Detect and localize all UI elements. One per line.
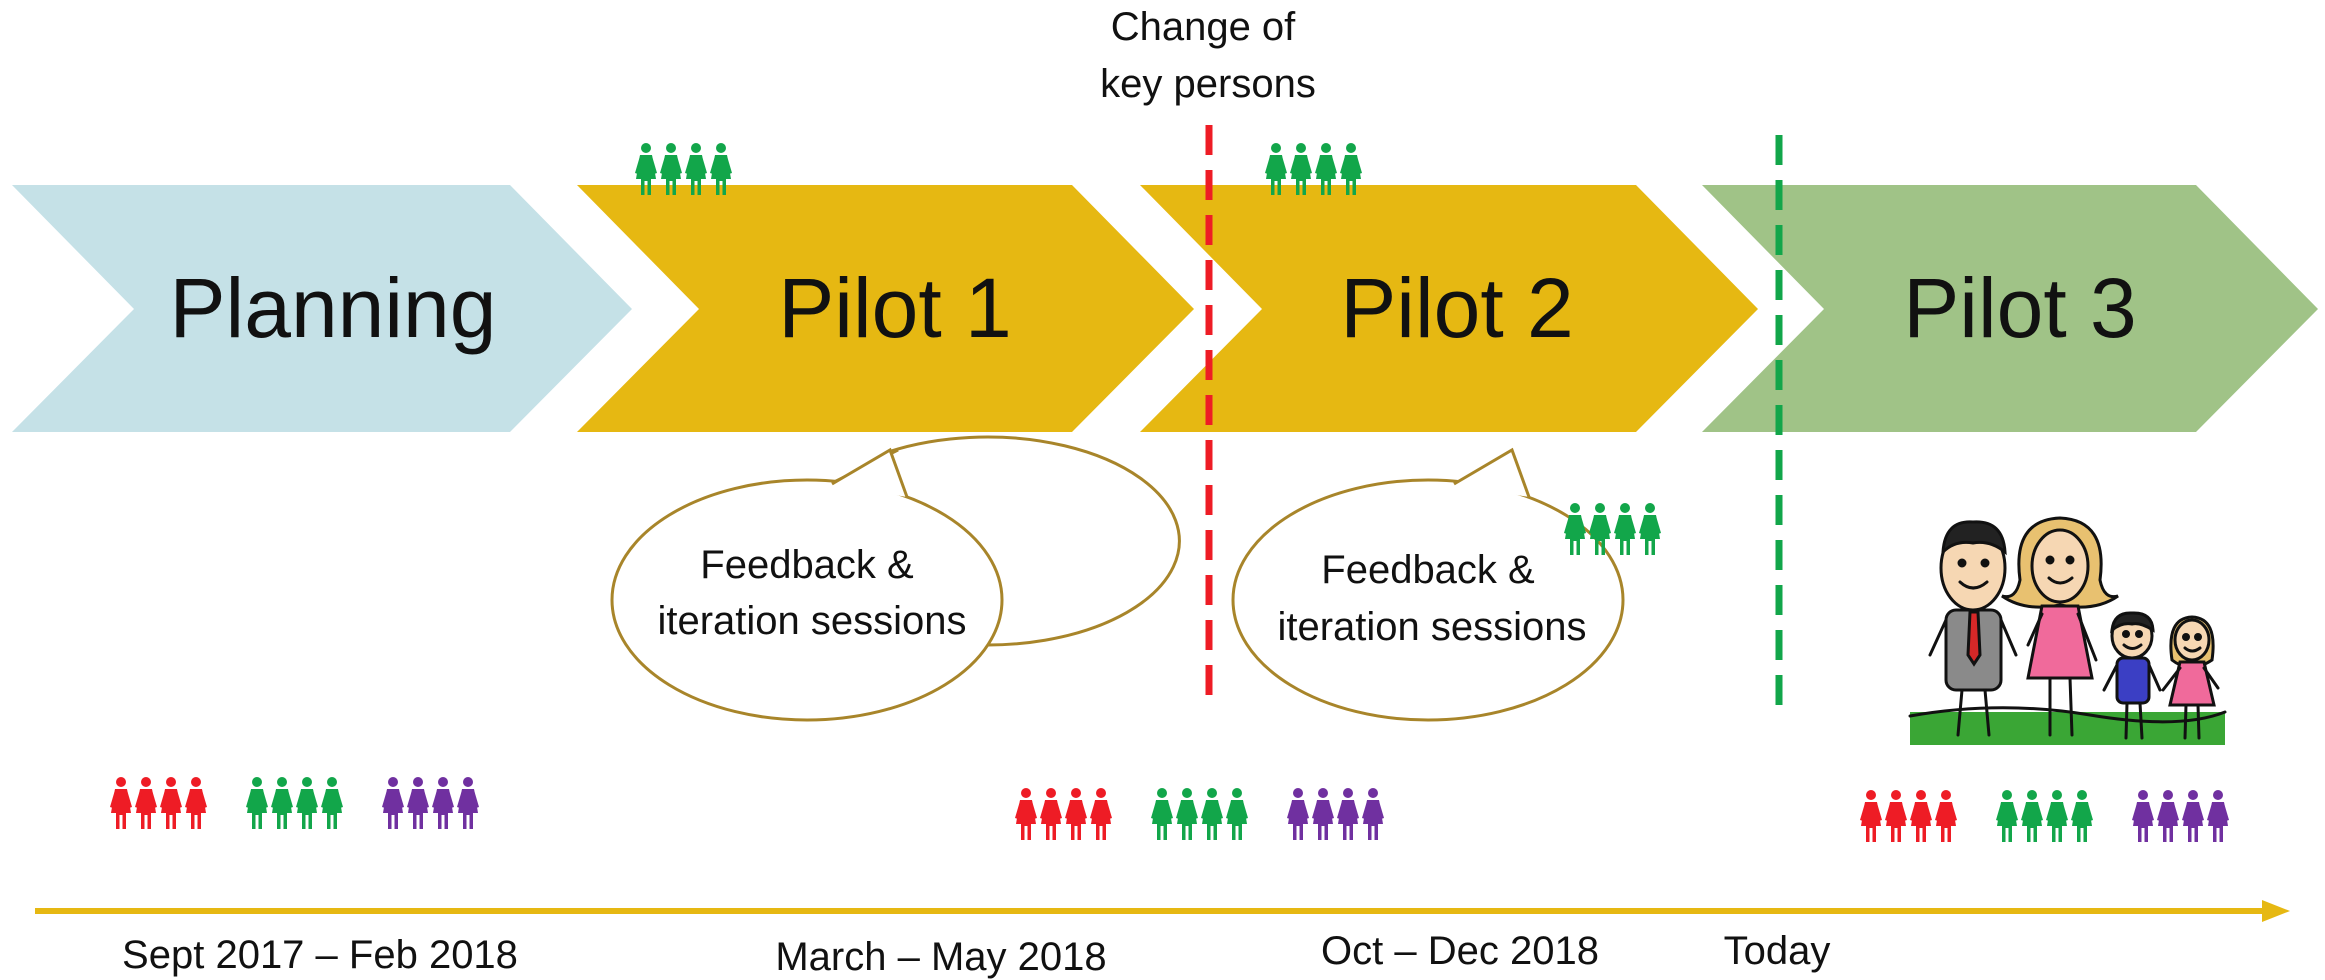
date-label-today: Today xyxy=(1724,929,1831,973)
people-group-icon xyxy=(1564,503,1661,555)
phase-pilot2-arrow xyxy=(1140,185,1758,432)
phase-label-pilot2: Pilot 2 xyxy=(1340,261,1573,355)
phase-pilot3-arrow xyxy=(1702,185,2318,432)
bubble-2-line2: iteration sessions xyxy=(1277,605,1586,649)
phase-planning-arrow xyxy=(12,185,632,432)
timeline-arrowhead xyxy=(2262,900,2290,922)
bubble-1-line1: Feedback & xyxy=(700,543,914,587)
people-group-icon xyxy=(1860,790,1957,842)
family-illustration-icon xyxy=(1908,516,2227,745)
change-annotation-line2: key persons xyxy=(1100,62,1316,106)
date-label-pilot1: March – May 2018 xyxy=(775,935,1106,979)
people-group-icon xyxy=(1015,788,1112,840)
bubble-2-line1: Feedback & xyxy=(1321,548,1535,592)
people-group-icon xyxy=(1151,788,1248,840)
people-group-icon xyxy=(110,777,207,829)
phase-label-pilot3: Pilot 3 xyxy=(1903,261,2136,355)
change-annotation-line1: Change of xyxy=(1111,5,1296,49)
people-group-icon xyxy=(2132,790,2229,842)
bubble-1-line2: iteration sessions xyxy=(657,599,966,643)
phase-pilot1-arrow xyxy=(577,185,1194,432)
people-group-icon xyxy=(1996,790,2093,842)
phase-label-pilot1: Pilot 1 xyxy=(778,261,1011,355)
date-label-pilot2: Oct – Dec 2018 xyxy=(1321,929,1599,973)
phase-label-planning: Planning xyxy=(170,261,497,355)
people-group-icon xyxy=(1287,788,1384,840)
feedback-bubble-1: Feedback & iteration sessions xyxy=(610,435,1181,722)
date-label-planning: Sept 2017 – Feb 2018 xyxy=(122,933,518,977)
feedback-bubble-2: Feedback & iteration sessions xyxy=(1231,447,1625,722)
people-group-icon xyxy=(246,777,343,829)
people-group-icon xyxy=(382,777,479,829)
